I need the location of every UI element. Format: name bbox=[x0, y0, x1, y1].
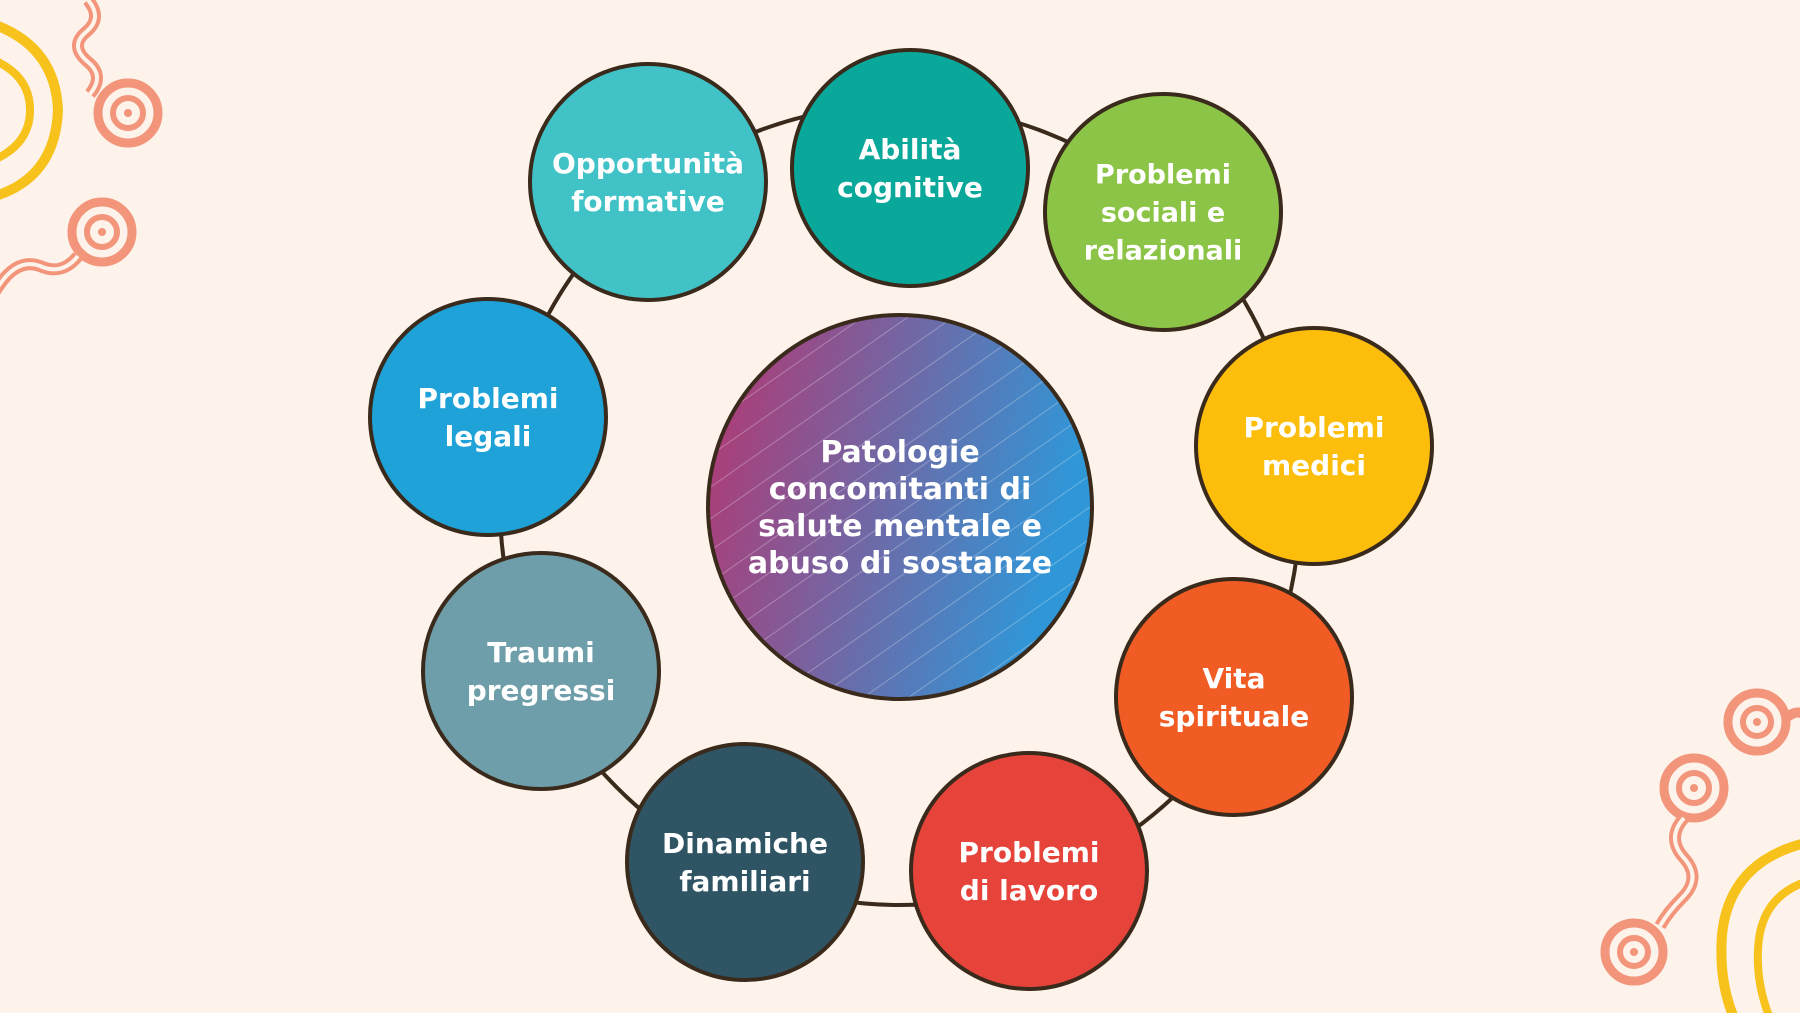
decorative-ornament-bottom-right bbox=[1600, 688, 1800, 1013]
node-label-8-line-2: formative bbox=[571, 185, 725, 218]
center-label-line-3: salute mentale e bbox=[758, 509, 1042, 544]
node-label-3: Problemi medici bbox=[1244, 411, 1385, 482]
node-label-4-line-1: Problemi bbox=[959, 836, 1100, 869]
node-6: Dinamiche familiari bbox=[625, 742, 865, 982]
node-1: Abilità cognitive bbox=[790, 48, 1030, 288]
node-circle-9 bbox=[528, 62, 768, 302]
node-label-5-line-2: familiari bbox=[679, 865, 810, 898]
node-circle-8 bbox=[368, 297, 608, 537]
node-label-5-line-1: Dinamiche bbox=[662, 827, 828, 860]
node-label-7: Traumi pregressi bbox=[467, 636, 616, 707]
node-circle-4 bbox=[1114, 577, 1354, 817]
node-label-2: Problemi sociali e relazionali bbox=[1084, 160, 1243, 267]
node-label-3-line-1: Vita bbox=[1202, 662, 1265, 695]
node-label-1-line-3: relazionali bbox=[1084, 236, 1243, 267]
node-label-6-line-2: pregressi bbox=[467, 674, 616, 707]
node-label-2-line-2: medici bbox=[1262, 449, 1366, 482]
node-label-4: Vita spirituale bbox=[1159, 662, 1310, 733]
center-label-line-1: Patologie bbox=[820, 435, 979, 470]
node-label-8-line-1: Opportunità bbox=[552, 147, 744, 180]
node-7: Traumi pregressi bbox=[421, 551, 661, 791]
node-label-6-line-1: Traumi bbox=[487, 636, 594, 669]
node-circle-7 bbox=[421, 551, 661, 791]
node-label-1-line-1: Problemi bbox=[1095, 160, 1231, 191]
node-label-3-line-2: spirituale bbox=[1159, 700, 1310, 733]
node-label-1: Abilità cognitive bbox=[837, 133, 983, 204]
node-8: Problemi legali bbox=[368, 297, 608, 537]
node-9: Opportunità formative bbox=[528, 62, 768, 302]
node-label-8: Problemi legali bbox=[418, 382, 559, 453]
node-circle-1 bbox=[790, 48, 1030, 288]
node-label-7-line-1: Problemi bbox=[418, 382, 559, 415]
node-label-1-line-2: sociali e bbox=[1101, 198, 1225, 229]
node-label-6: Dinamiche familiari bbox=[662, 827, 828, 898]
center-label-line-4: abuso di sostanze bbox=[748, 546, 1052, 581]
node-label-5: Problemi di lavoro bbox=[959, 836, 1100, 907]
center-stripes bbox=[710, 317, 1090, 697]
node-label-4-line-2: di lavoro bbox=[960, 874, 1098, 907]
node-circle-2 bbox=[1043, 92, 1283, 332]
node-label-0-line-2: cognitive bbox=[837, 171, 983, 204]
node-circle-5 bbox=[909, 751, 1149, 991]
node-5: Problemi di lavoro bbox=[909, 751, 1149, 991]
node-3: Problemi medici bbox=[1194, 326, 1434, 566]
node-label-2-line-1: Problemi bbox=[1244, 411, 1385, 444]
decorative-ornament-top-left bbox=[0, 0, 163, 295]
node-circle-3 bbox=[1194, 326, 1434, 566]
node-4: Vita spirituale bbox=[1114, 577, 1354, 817]
node-label-7-line-2: legali bbox=[445, 420, 532, 453]
node-label-0-line-1: Abilità bbox=[859, 133, 962, 166]
node-2: Problemi sociali e relazionali bbox=[1043, 92, 1283, 332]
center-label-line-2: concomitanti di bbox=[769, 472, 1031, 507]
node-circle-6 bbox=[625, 742, 865, 982]
node-label-9: Opportunità formative bbox=[552, 147, 744, 218]
